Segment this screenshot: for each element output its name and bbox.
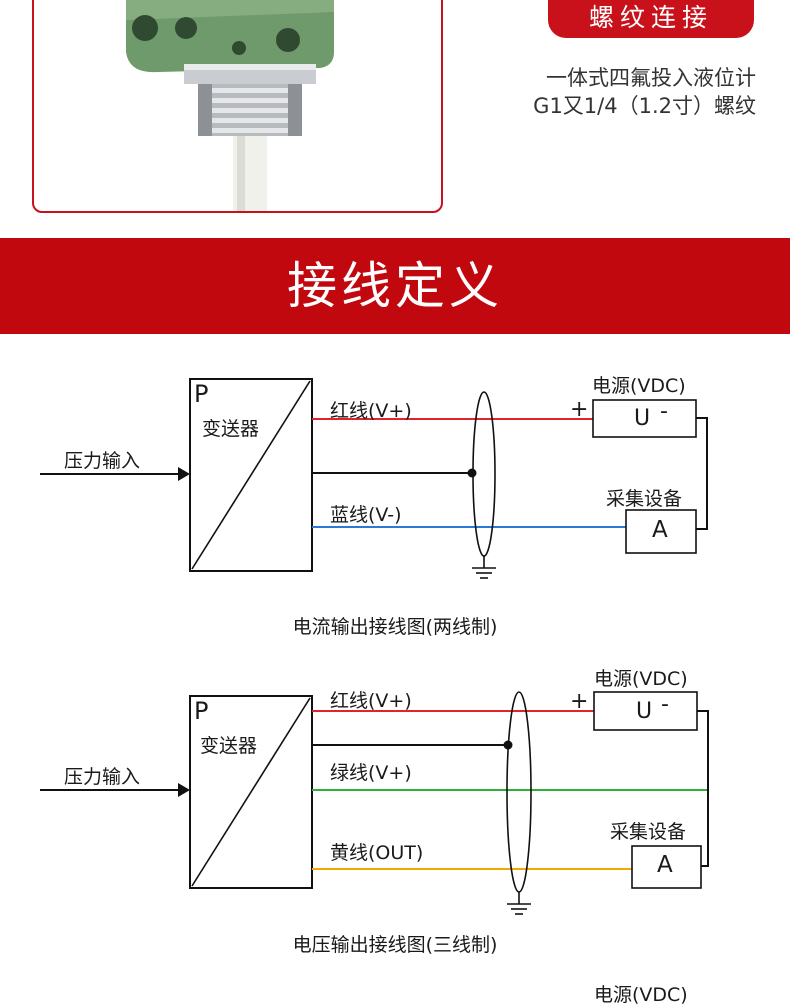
transmitter-diagonal	[191, 697, 311, 887]
product-description-line1: 一体式四氟投入液位计	[546, 66, 756, 90]
power-supply-box	[593, 691, 698, 731]
collector-label: 采集设备	[610, 821, 687, 843]
minus-sign: -	[660, 399, 668, 424]
power-supply-box	[592, 399, 697, 438]
transmitter-label: 变送器	[202, 418, 260, 440]
collector-box	[625, 509, 697, 554]
return-wire	[697, 710, 709, 867]
plus-sign: +	[570, 689, 589, 714]
block-letter: P	[194, 697, 209, 725]
red-wire-label: 红线(V+)	[330, 400, 412, 422]
block-letter: P	[194, 380, 209, 408]
arrow-head	[178, 783, 190, 797]
arrow-head	[178, 467, 190, 481]
power-supply-label: 电源(VDC)	[594, 668, 688, 690]
a-label: A	[652, 517, 668, 543]
blue-wire-label: 蓝线(V-)	[330, 504, 402, 526]
transmitter-diagonal	[191, 380, 311, 570]
u-label: U	[636, 699, 653, 724]
green-wire-label: 绿线(V+)	[330, 762, 412, 784]
caption-three-wire: 电压输出接线图(三线制)	[292, 934, 498, 956]
transmitter-block	[189, 378, 313, 572]
power-supply-label: 电源(VDC)	[592, 375, 686, 397]
cable-shield-ellipse	[506, 691, 532, 893]
pressure-input-label: 压力输入	[64, 766, 141, 788]
transmitter-block	[189, 695, 313, 889]
pressure-input-label: 压力输入	[64, 450, 141, 472]
return-wire	[696, 417, 708, 530]
minus-sign: -	[661, 692, 669, 717]
collector-label: 采集设备	[606, 488, 683, 510]
u-label: U	[634, 406, 651, 431]
power-supply-label-partial: 电源(VDC)	[594, 984, 688, 1006]
product-photo-frame	[32, 0, 443, 213]
thread-connection-badge: 螺纹连接	[548, 0, 754, 38]
section-banner	[0, 238, 790, 334]
transmitter-label: 变送器	[200, 735, 258, 757]
yellow-wire-label: 黄线(OUT)	[330, 842, 424, 864]
sensor-photo	[126, 0, 334, 211]
product-description-line2: G1又1/4（1.2寸）螺纹	[533, 94, 756, 118]
caption-two-wire: 电流输出接线图(两线制)	[292, 616, 498, 638]
plus-sign: +	[570, 397, 589, 422]
red-wire-label: 红线(V+)	[330, 690, 412, 712]
a-label: A	[657, 852, 673, 878]
shield-junction-dot	[467, 468, 477, 478]
section-title: 接线定义	[287, 257, 503, 315]
